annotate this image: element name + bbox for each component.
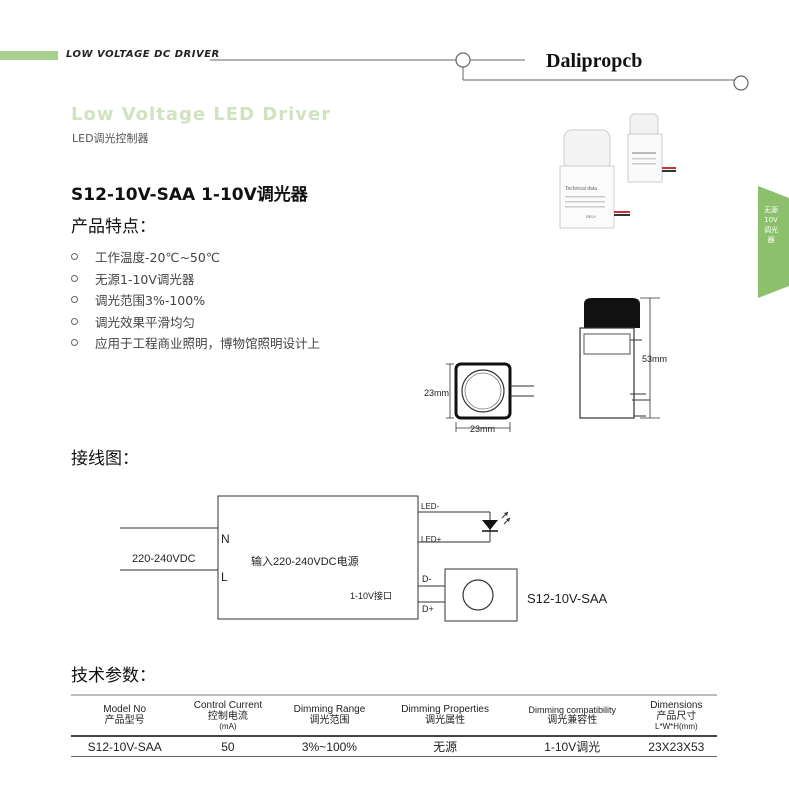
cell-dimming-properties: 无源: [381, 736, 509, 757]
feature-item: 工作温度-20℃~50℃: [71, 246, 320, 268]
input-voltage-label: 220-240VDC: [132, 553, 196, 565]
header-accent-bar: [0, 51, 58, 60]
cell-dimming-range: 3%~100%: [277, 736, 382, 757]
bullet-icon: [71, 253, 78, 261]
power-box-label: 输入220-240VDC电源: [251, 556, 359, 568]
wiring-heading: 接线图：: [71, 449, 139, 469]
photo-label: Technical data: [565, 186, 597, 192]
bullet-icon: [71, 296, 78, 304]
bullet-icon: [71, 274, 78, 282]
neutral-label: N: [221, 532, 230, 546]
tech-heading: 技术参数：: [71, 666, 156, 686]
cell-control-current: 50: [178, 736, 278, 757]
wiring-diagram: [120, 495, 511, 620]
product-photo: Technical data RELY: [559, 113, 676, 229]
port-label: 1-10V接口: [350, 591, 393, 601]
table-row: S12-10V-SAA 50 3%~100% 无源 1-10V调光 23X23X…: [71, 736, 717, 757]
bullet-icon: [71, 339, 78, 347]
depth-dimension-label: 23mm: [424, 388, 450, 398]
subtitle-chinese: LED调光控制器: [72, 132, 149, 145]
photo-label-small: RELY: [586, 214, 596, 219]
dimmer-unit: [444, 568, 518, 622]
features-heading: 产品特点：: [71, 217, 156, 237]
feature-item: 调光效果平滑均匀: [71, 311, 320, 333]
bullet-icon: [71, 317, 78, 325]
led-plus-label: LED+: [421, 535, 442, 544]
feature-item: 应用于工程商业照明，博物馆照明设计上: [71, 332, 320, 354]
features-list: 工作温度-20℃~50℃ 无源1-10V调光器 调光范围3%-100% 调光效果…: [71, 246, 320, 354]
subtitle-english: Low Voltage LED Driver: [71, 104, 332, 125]
brand-name: Dalipropcb: [546, 50, 643, 72]
side-tab-text: 无源10V调光器: [764, 206, 778, 244]
cell-model: S12-10V-SAA: [71, 736, 179, 757]
width-dimension-label: 23mm: [470, 424, 496, 434]
feature-item: 调光范围3%-100%: [71, 289, 320, 311]
d-minus-label: D-: [422, 574, 432, 584]
cell-dimensions: 23X23X53: [635, 736, 717, 757]
d-plus-label: D+: [422, 604, 434, 614]
led-minus-label: LED-: [421, 502, 440, 511]
height-dimension-label: 53mm: [642, 354, 668, 364]
feature-item: 无源1-10V调光器: [71, 268, 320, 290]
cell-dimming-compatibility: 1-10V调光: [508, 736, 636, 757]
product-title: S12-10V-SAA 1-10V调光器: [71, 185, 308, 205]
dimension-drawing: [446, 297, 660, 432]
dimmer-model-label: S12-10V-SAA: [527, 591, 608, 606]
header-lines: [210, 52, 749, 91]
section-label: LOW VOLTAGE DC DRIVER: [66, 49, 220, 60]
live-label: L: [221, 570, 228, 584]
side-tab: [758, 186, 789, 298]
